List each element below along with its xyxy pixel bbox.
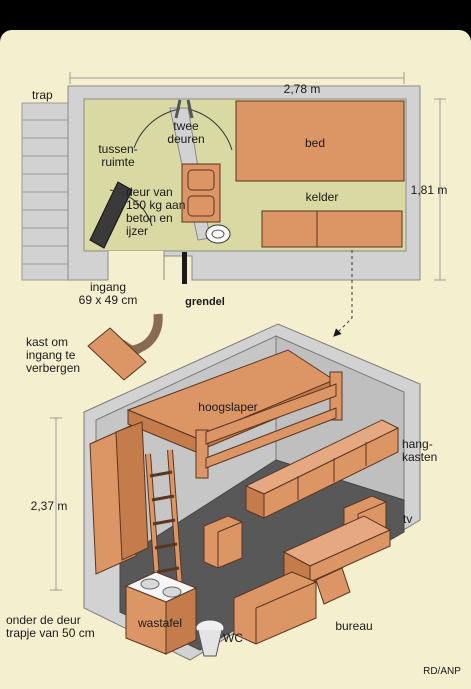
- label-wastafel: wastafel: [137, 616, 183, 630]
- label-depth: 1,81 m: [410, 183, 448, 197]
- leader-dashed: [333, 250, 353, 337]
- iso-box-large: [233, 571, 317, 645]
- iso-ladder: [145, 449, 183, 593]
- iso-chair: [315, 567, 351, 605]
- door-swing-arc: [133, 108, 181, 149]
- isometric-room: [50, 323, 421, 661]
- stairs-trap: [21, 102, 69, 281]
- label-wc: WC: [223, 631, 243, 645]
- kast-cabinet: [87, 327, 147, 381]
- label-trap: trap: [32, 88, 53, 102]
- label-bed: bed: [304, 136, 326, 150]
- label-width: 2,78 m: [283, 82, 321, 96]
- bed-post: [195, 429, 209, 479]
- label-hoogslaper: hoogslaper: [198, 400, 258, 414]
- label-ingang: ingang 69 x 49 cm: [78, 280, 138, 307]
- label-tussenruimte: tussen- ruimte: [98, 142, 138, 169]
- label-grendel: grendel: [185, 296, 225, 308]
- grendel-bolt: [182, 252, 187, 284]
- plan-kelder-right: [316, 210, 403, 248]
- label-deur-van: deur van 150 kg aan beton en ijzer: [126, 185, 186, 238]
- plan-kelder-left: [261, 210, 318, 248]
- label-kast: kast om ingang te verbergen: [26, 335, 81, 375]
- label-onder-de-deur: onder de deur trapje van 50 cm: [6, 613, 95, 640]
- label-kelder: kelder: [305, 190, 339, 204]
- label-bureau: bureau: [335, 619, 373, 633]
- credit-text: RD/ANP: [423, 666, 461, 677]
- label-hangkasten: hang- kasten: [402, 437, 438, 464]
- floor-plan: [21, 72, 446, 337]
- entrance-gap: [108, 251, 164, 281]
- curved-arrow: [131, 313, 163, 355]
- label-twee-deuren: twee deuren: [167, 119, 205, 146]
- heavy-door: [89, 181, 133, 249]
- label-hoogte: 2,37 m: [30, 499, 68, 513]
- plan-bed: [235, 100, 405, 182]
- iso-box: [203, 515, 243, 569]
- label-tv: tv: [403, 512, 413, 526]
